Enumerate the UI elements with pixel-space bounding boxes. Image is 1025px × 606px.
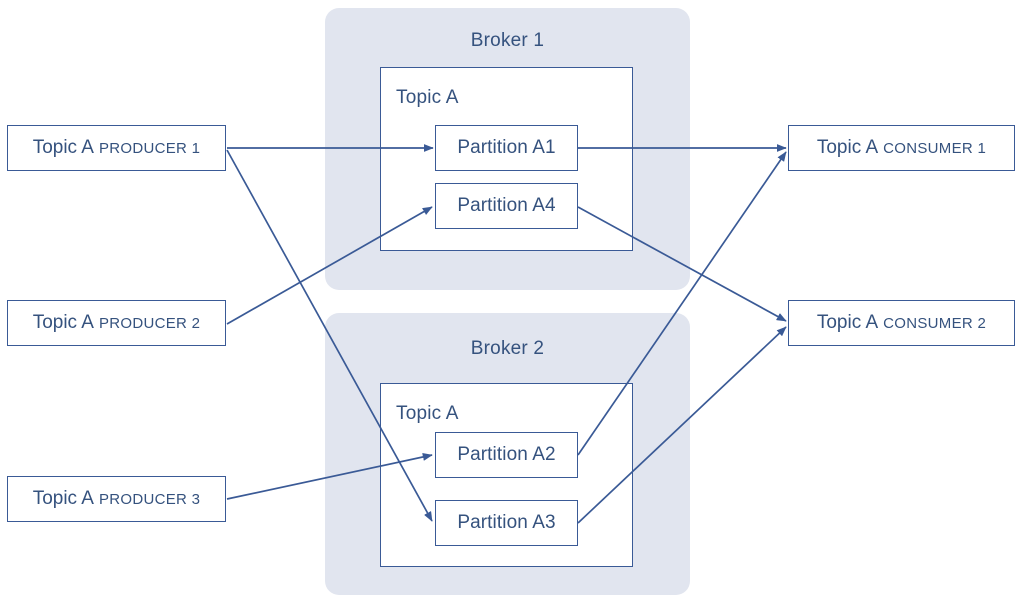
- producer-2-role: PRODUCER 2: [98, 314, 201, 332]
- partition-a2-box[interactable]: Partition A2: [435, 432, 578, 478]
- producer-3-topic: Topic A: [32, 488, 94, 509]
- partition-a4-box[interactable]: Partition A4: [435, 183, 578, 229]
- producer-2-topic: Topic A: [32, 312, 94, 333]
- broker-2-topic-a-label: Topic A: [396, 403, 459, 424]
- broker-2-title: Broker 2: [470, 338, 545, 359]
- partition-a3-box[interactable]: Partition A3: [435, 500, 578, 546]
- consumer-2-role: CONSUMER 2: [883, 314, 987, 332]
- consumer-1-box[interactable]: Topic A CONSUMER 1: [788, 125, 1015, 171]
- producer-3-box[interactable]: Topic A PRODUCER 3: [7, 476, 226, 522]
- producer-1-topic: Topic A: [32, 137, 94, 158]
- broker-1-topic-a-label: Topic A: [396, 87, 459, 108]
- consumer-2-topic: Topic A: [816, 312, 879, 333]
- consumer-1-topic: Topic A: [816, 137, 879, 158]
- producer-2-box[interactable]: Topic A PRODUCER 2: [7, 300, 226, 346]
- partition-a1-box[interactable]: Partition A1: [435, 125, 578, 171]
- consumer-2-box[interactable]: Topic A CONSUMER 2: [788, 300, 1015, 346]
- broker-1-title: Broker 1: [470, 30, 545, 51]
- producer-1-role: PRODUCER 1: [98, 139, 201, 157]
- producer-1-box[interactable]: Topic A PRODUCER 1: [7, 125, 226, 171]
- producer-3-role: PRODUCER 3: [98, 490, 201, 508]
- consumer-1-role: CONSUMER 1: [883, 139, 987, 157]
